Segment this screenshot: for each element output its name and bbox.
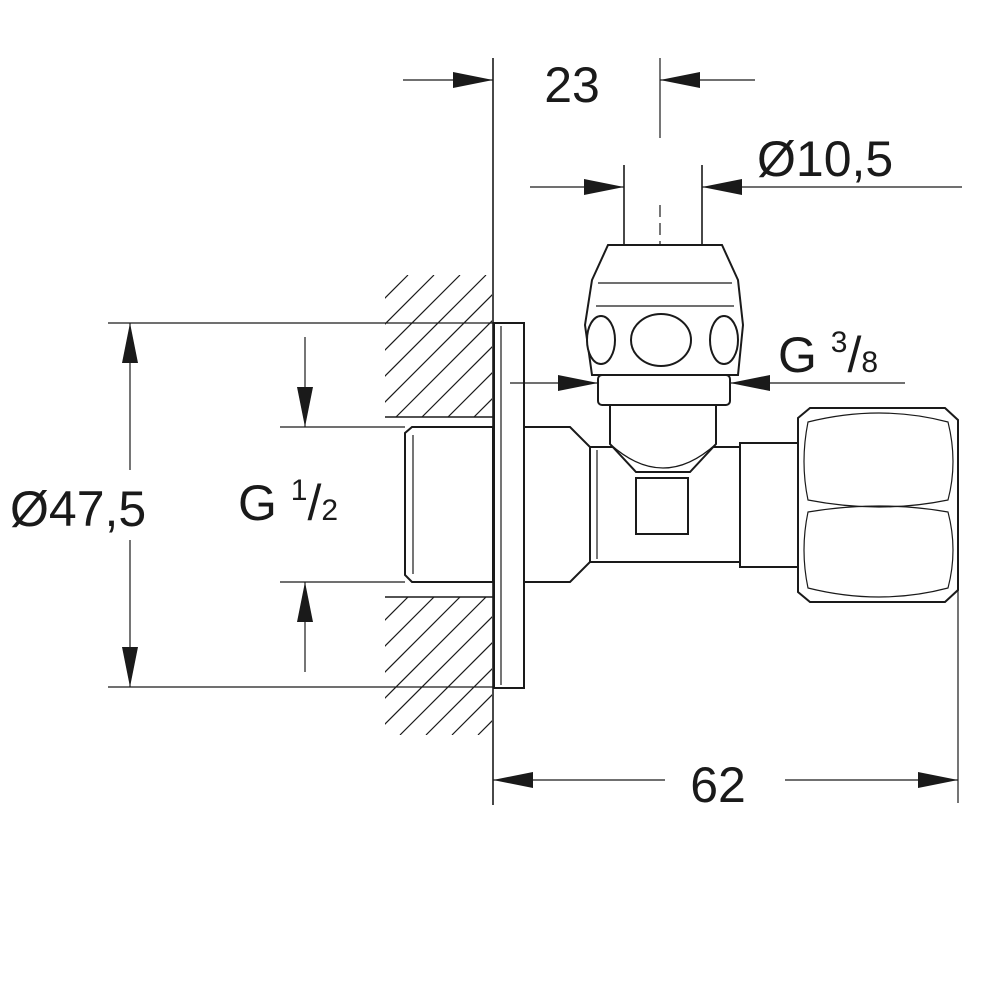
bonnet-taper-line xyxy=(609,443,717,469)
hatch-line xyxy=(385,275,409,299)
hatch-line xyxy=(214,275,356,417)
outlet-hex-nut xyxy=(797,407,959,603)
hatch-line xyxy=(451,694,492,735)
hatch-line xyxy=(395,320,492,417)
dimension-text-g1-2: G 1/2 xyxy=(238,474,338,531)
hatch-line xyxy=(385,294,492,403)
dimension-thread-g3-8: G 3/8 xyxy=(510,326,905,391)
thread-numerator: 3 xyxy=(831,326,848,359)
dimension-text-diameter-47-5: Ø47,5 xyxy=(10,481,146,537)
hatch-line xyxy=(244,597,382,735)
hatch-line xyxy=(421,346,492,417)
hatch-line xyxy=(385,616,492,725)
thread-prefix: G xyxy=(778,327,831,383)
bonnet-lower-band xyxy=(597,374,731,406)
hatch-line xyxy=(385,275,487,377)
wall-hatch-bottom xyxy=(140,597,492,735)
hatch-line xyxy=(166,597,304,735)
inlet-connector xyxy=(523,426,591,583)
hatch-line xyxy=(399,642,492,735)
handwheel-lobe-left xyxy=(586,315,616,365)
bonnet-neck xyxy=(609,401,717,473)
arrow-up xyxy=(122,323,138,363)
thread-slash: / xyxy=(847,327,861,383)
dimension-text-23: 23 xyxy=(544,57,600,113)
outlet-nut-upper-face xyxy=(803,412,954,508)
outlet-collar xyxy=(739,442,799,568)
hatch-line xyxy=(385,597,409,621)
hatch-line xyxy=(162,275,304,417)
arrow-down xyxy=(297,387,313,427)
internal-port xyxy=(635,477,689,535)
thread-denominator: 2 xyxy=(321,494,338,527)
dimension-diameter-10-5: Ø10,5 xyxy=(530,131,962,195)
arrow-left xyxy=(493,772,533,788)
outlet-nut-lower-face xyxy=(803,505,954,598)
arrow-right xyxy=(918,772,958,788)
arrow-right xyxy=(453,72,493,88)
hatch-line xyxy=(385,275,435,325)
valve-body xyxy=(404,165,959,689)
wall-hatch-top xyxy=(136,275,492,417)
thread-numerator: 1 xyxy=(291,474,308,507)
arrow-left xyxy=(702,179,742,195)
arrow-up xyxy=(297,582,313,622)
thread-slash: / xyxy=(307,475,321,531)
wall-flange-rosette xyxy=(493,322,525,689)
handwheel-lobe-right xyxy=(709,315,739,365)
thread-denominator: 8 xyxy=(861,346,878,379)
hatch-line xyxy=(140,597,278,735)
dimension-text-62: 62 xyxy=(690,757,746,813)
dimension-text-g3-8: G 3/8 xyxy=(778,326,878,383)
dimension-thread-g1-2: G 1/2 xyxy=(238,337,405,672)
dimension-text-diameter-10-5: Ø10,5 xyxy=(757,131,893,187)
arrow-down xyxy=(122,647,138,687)
arrow-left xyxy=(660,72,700,88)
dimension-diameter-47-5: Ø47,5 xyxy=(10,322,494,688)
hatch-line xyxy=(425,668,492,735)
hatch-line xyxy=(447,372,492,417)
hatch-line xyxy=(136,275,278,417)
hatch-line xyxy=(385,597,435,647)
dimension-23: 23 xyxy=(403,57,755,138)
handwheel-lobe-center xyxy=(630,313,692,367)
arrow-right xyxy=(558,375,598,391)
hatch-line xyxy=(218,597,356,735)
hatch-line xyxy=(385,597,461,673)
hatch-line xyxy=(385,597,487,699)
arrow-right xyxy=(584,179,624,195)
dimension-62: 62 xyxy=(493,590,959,813)
hatch-line xyxy=(385,275,461,351)
thread-prefix: G xyxy=(238,475,291,531)
inlet-threaded-nipple xyxy=(404,426,494,583)
arrow-left xyxy=(730,375,770,391)
